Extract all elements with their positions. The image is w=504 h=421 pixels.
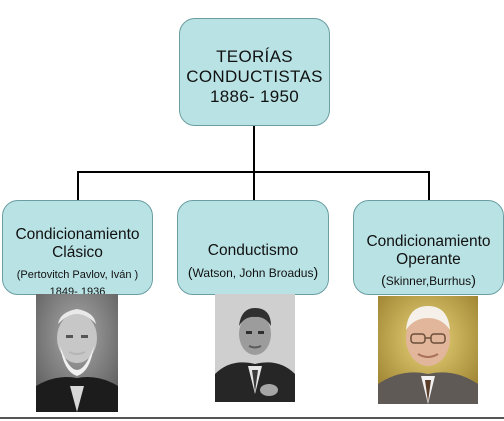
node-author: (Pertovitch Pavlov, Iván ) [16,269,139,281]
node-condicionamiento-operante: Condicionamiento Operante (Skinner,Burrh… [353,200,504,295]
footer-divider [0,417,504,419]
paren-close: ) [471,272,476,288]
node-title-line2: Operante [396,251,461,268]
connector-right-down [428,171,430,200]
paren-close: ) [313,264,319,280]
root-title-line2: CONDUCTISTAS [186,67,323,86]
node-conductismo: Conductismo (Watson, John Broadus) [177,200,329,295]
root-title-line1: TEORÍAS [216,47,293,66]
connector-root-down [253,126,255,172]
node-author: Skinner,Burrhus [385,274,472,288]
node-author: Watson, John Broadus [192,266,314,280]
paren-open: ( [381,272,386,288]
node-title-line1: Condicionamiento [366,233,491,250]
portrait-photo-watson [215,294,295,402]
paren-open: ( [187,264,193,280]
connector-mid-down [253,171,255,200]
node-condicionamiento-clasico: Condicionamiento Clásico (Pertovitch Pav… [2,200,153,298]
node-title-line1: Conductismo [207,242,299,259]
node-title-line1: Condicionamiento [15,226,140,243]
connector-left-down [77,171,79,200]
root-node: TEORÍAS CONDUCTISTAS 1886- 1950 [179,18,330,126]
portrait-photo-pavlov [36,294,118,412]
node-title-line2: Clásico [52,244,103,261]
root-years: 1886- 1950 [209,87,300,106]
portrait-photo-skinner [378,296,478,404]
